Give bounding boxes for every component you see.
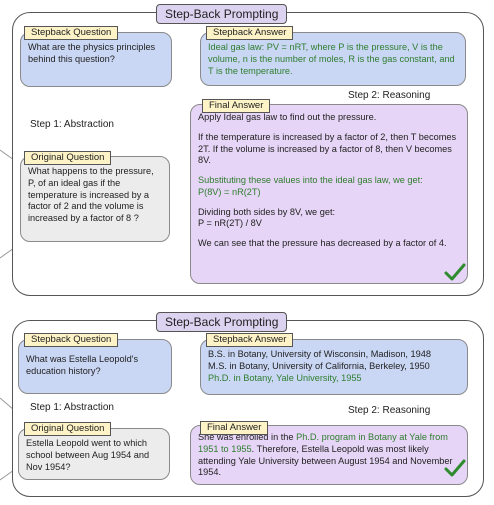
final-answer-label: Final Answer (200, 421, 269, 435)
stepback-question-box: What was Estella Leopold's education his… (18, 339, 172, 394)
final-answer-part3: . Therefore, Estella Leopold was most li… (198, 443, 453, 478)
final-answer-line1: Apply Ideal gas law to find out the pres… (198, 112, 377, 122)
checkmark-icon (444, 459, 466, 477)
final-answer-text: She was enrolled in the Ph.D. program in… (198, 432, 460, 479)
stepback-question-box: What are the physics principles behind t… (20, 32, 172, 87)
final-answer-line3: Substituting these values into the ideal… (198, 175, 423, 186)
final-answer-box: She was enrolled in the Ph.D. program in… (190, 425, 468, 485)
final-answer-line6: P = nR(2T) / 8V (198, 218, 262, 229)
stepback-answer-box: B.S. in Botany, University of Wisconsin,… (200, 339, 468, 395)
final-answer-label: Final Answer (202, 99, 271, 113)
stepback-question-label: Stepback Question (24, 26, 119, 40)
panel-title: Step-Back Prompting (156, 312, 288, 332)
stepback-answer-line1: B.S. in Botany, University of Wisconsin,… (208, 349, 431, 359)
original-question-box: What happens to the pressure, P, of an i… (20, 156, 170, 242)
step1-abstraction-label: Step 1: Abstraction (30, 119, 114, 130)
stepback-answer-label: Stepback Answer (206, 333, 294, 347)
final-answer-line7: We can see that the pressure has decreas… (198, 238, 447, 249)
final-answer-highlight: Ph.D. program in Botany at Yale from 195… (198, 432, 448, 454)
final-answer-line2: If the temperature is increased by a fac… (198, 131, 457, 166)
final-answer-line4: P(8V) = nR(2T) (198, 186, 261, 197)
stepback-answer-label: Stepback Answer (206, 26, 294, 40)
original-question-box: Estella Leopold went to which school bet… (18, 428, 170, 480)
stepback-answer-line2: M.S. in Botany, University of California… (208, 360, 430, 371)
panel-title: Step-Back Prompting (156, 4, 288, 24)
original-question-label: Original Question (24, 151, 112, 165)
stepback-question-text: What was Estella Leopold's education his… (26, 354, 139, 376)
stepback-question-label: Stepback Question (24, 333, 119, 347)
stepback-question-text: What are the physics principles behind t… (28, 42, 156, 64)
step2-reasoning-label: Step 2: Reasoning (348, 405, 431, 416)
stepback-answer-text: Ideal gas law: PV = nRT, where P is the … (208, 42, 455, 76)
final-answer-box: Apply Ideal gas law to find out the pres… (190, 104, 468, 284)
original-question-text: Estella Leopold went to which school bet… (26, 438, 150, 472)
original-question-text: What happens to the pressure, P, of an i… (28, 166, 154, 224)
final-answer-line5: Dividing both sides by 8V, we get: (198, 206, 336, 217)
stepback-answer-line3: Ph.D. in Botany, Yale University, 1955 (208, 372, 362, 383)
stepback-answer-box: Ideal gas law: PV = nRT, where P is the … (200, 32, 466, 86)
original-question-label: Original Question (24, 422, 112, 436)
final-answer-part1: She was enrolled in the (198, 432, 297, 442)
step2-reasoning-label: Step 2: Reasoning (348, 90, 431, 101)
checkmark-icon (444, 263, 466, 281)
step1-abstraction-label: Step 1: Abstraction (30, 402, 114, 413)
